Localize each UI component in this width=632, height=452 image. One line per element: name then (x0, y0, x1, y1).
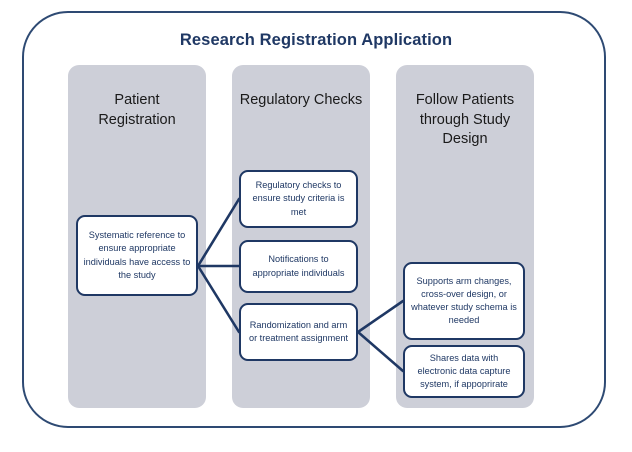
page-title: Research Registration Application (179, 31, 453, 49)
card-systematic-reference[interactable]: Systematic reference to ensure appropria… (76, 215, 198, 296)
column-header-follow-patients: Follow Patients through Study Design (415, 92, 515, 148)
column-header-regulatory-checks: Regulatory Checks (239, 92, 363, 108)
column-header-patient-registration: Patient Registration (98, 92, 176, 128)
card-notifications[interactable]: Notifications to appropriate individuals (239, 240, 358, 293)
card-regulatory-criteria[interactable]: Regulatory checks to ensure study criter… (239, 170, 358, 228)
card-arm-changes[interactable]: Supports arm changes, cross-over design,… (403, 262, 525, 340)
card-randomization[interactable]: Randomization and arm or treatment assig… (239, 303, 358, 361)
card-shares-data[interactable]: Shares data with electronic data capture… (403, 345, 525, 398)
